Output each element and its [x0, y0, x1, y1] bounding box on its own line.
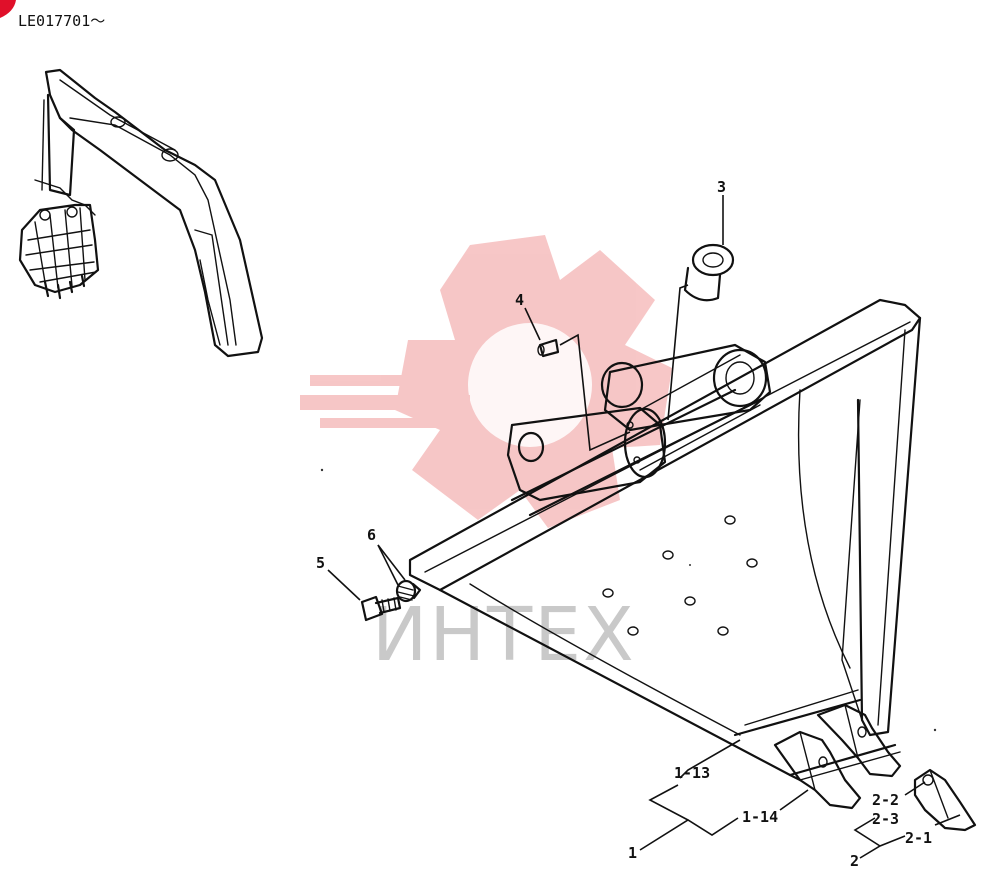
- callout-2-2: 2-2: [872, 791, 899, 809]
- callout-1-14: 1-14: [742, 808, 778, 826]
- bucket-body: [408, 298, 922, 782]
- callout-3: 3: [717, 178, 726, 196]
- callout-1: 1: [628, 844, 637, 862]
- corner-marker: [0, 0, 16, 18]
- bolt-part-5: [360, 595, 402, 622]
- callout-1-13: 1-13: [674, 764, 710, 782]
- nut-part-6: [395, 579, 422, 603]
- callout-2: 2: [850, 852, 859, 870]
- spring-pin-part-4: [537, 338, 560, 358]
- callout-5: 5: [316, 554, 325, 572]
- tooth-point-part-2: [913, 768, 977, 832]
- callout-2-3: 2-3: [872, 810, 899, 828]
- tooth-adapters: [773, 703, 902, 810]
- callout-4: 4: [515, 291, 524, 309]
- bolt-holes: [602, 515, 758, 636]
- watermark-text: ИНТЕХ: [372, 592, 636, 678]
- excavator-arm-thumbnail: [18, 68, 264, 358]
- watermark-gear-icon: [300, 235, 672, 528]
- leader-lines: [327, 195, 961, 859]
- serial-range-label: LE017701～: [18, 12, 105, 30]
- callout-2-1: 2-1: [905, 829, 932, 847]
- bushing-part-3: [683, 243, 735, 302]
- callout-6: 6: [367, 526, 376, 544]
- pin-bracket-assembly: [506, 343, 772, 517]
- callout-labels: 3 4 5 6 1-13 1-14 1 2-2 2-3 2-1 2: [316, 178, 932, 870]
